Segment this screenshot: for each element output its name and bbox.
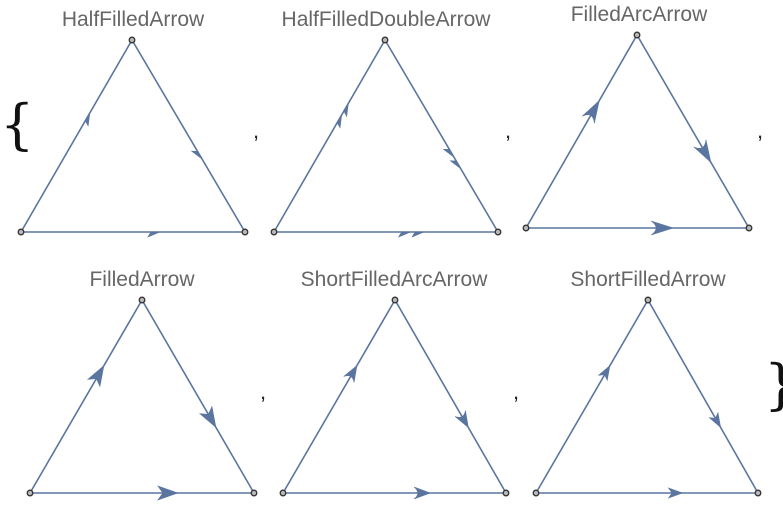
vertex-2: [391, 296, 399, 304]
arrowhead-icon: [343, 103, 349, 118]
panel-title-3: FilledArcArrow: [571, 3, 708, 26]
vertex-2: [633, 31, 641, 39]
vertex-2: [381, 36, 389, 44]
arrowhead-icon: [157, 485, 179, 501]
graph-2: [270, 36, 502, 238]
edge-1: [20, 39, 133, 233]
arrowhead-icon: [84, 112, 91, 127]
graph-1: [17, 36, 249, 238]
arrowhead-icon: [147, 231, 160, 238]
vertex-2: [128, 36, 136, 44]
vertex-3: [502, 489, 510, 497]
arrowhead-icon: [597, 364, 611, 382]
graph-5: [279, 296, 510, 500]
separator-5: ,: [513, 379, 519, 404]
separator-2: ,: [505, 118, 511, 143]
arrowhead-icon: [667, 487, 684, 499]
edge-2: [131, 39, 246, 233]
arrowhead-icon: [651, 220, 675, 236]
panel-title-2: HalfFilledDoubleArrow: [282, 8, 492, 31]
edge-1: [535, 299, 649, 494]
separator-4: ,: [260, 379, 266, 404]
edge-1: [282, 299, 396, 494]
edge-2: [636, 34, 750, 229]
arrowhead-icon: [411, 231, 425, 238]
edge-2: [141, 299, 255, 494]
vertex-1: [522, 224, 530, 232]
vertex-2: [138, 296, 146, 304]
vertex-1: [26, 489, 34, 497]
arrowhead-icon: [693, 139, 712, 164]
edge-2: [647, 299, 759, 494]
arrowhead-icon: [708, 411, 722, 429]
panel-title-5: ShortFilledArcArrow: [301, 268, 489, 291]
separator-1: ,: [253, 118, 259, 143]
panel-title-4: FilledArrow: [89, 268, 195, 291]
vertex-1: [532, 489, 540, 497]
vertex-2: [644, 296, 652, 304]
vertex-1: [17, 228, 25, 236]
close-brace: }: [764, 353, 783, 416]
vertex-1: [279, 489, 287, 497]
arrowhead-icon: [336, 114, 343, 129]
separator-3: ,: [757, 118, 763, 143]
arrowhead-icon: [454, 410, 469, 429]
vertex-3: [745, 224, 753, 232]
vertex-3: [494, 228, 502, 236]
edge-2: [384, 39, 499, 233]
graph-6: [532, 296, 762, 499]
vertex-1: [270, 228, 278, 236]
open-brace: {: [0, 93, 34, 156]
arrowhead-icon: [449, 160, 461, 169]
edge-1: [29, 299, 143, 494]
arrowhead-icon: [343, 364, 358, 383]
edge-2: [394, 299, 507, 494]
arrowhead-icon: [190, 150, 203, 160]
graph-4: [26, 296, 258, 501]
panel-title-1: HalfFilledArrow: [62, 8, 205, 31]
vertex-3: [754, 489, 762, 497]
arrowhead-icon: [413, 486, 432, 500]
edge-1: [273, 39, 386, 233]
edge-1: [525, 34, 638, 229]
arrowhead-icon: [86, 364, 105, 388]
arrowhead-icon: [582, 99, 600, 124]
graph-3: [522, 31, 753, 236]
arrowhead-icon: [397, 231, 411, 238]
vertex-3: [250, 489, 258, 497]
arrowhead-icon: [198, 405, 217, 429]
arrowhead-icon: [442, 149, 455, 158]
vertex-3: [241, 228, 249, 236]
panel-title-6: ShortFilledArrow: [570, 268, 726, 291]
